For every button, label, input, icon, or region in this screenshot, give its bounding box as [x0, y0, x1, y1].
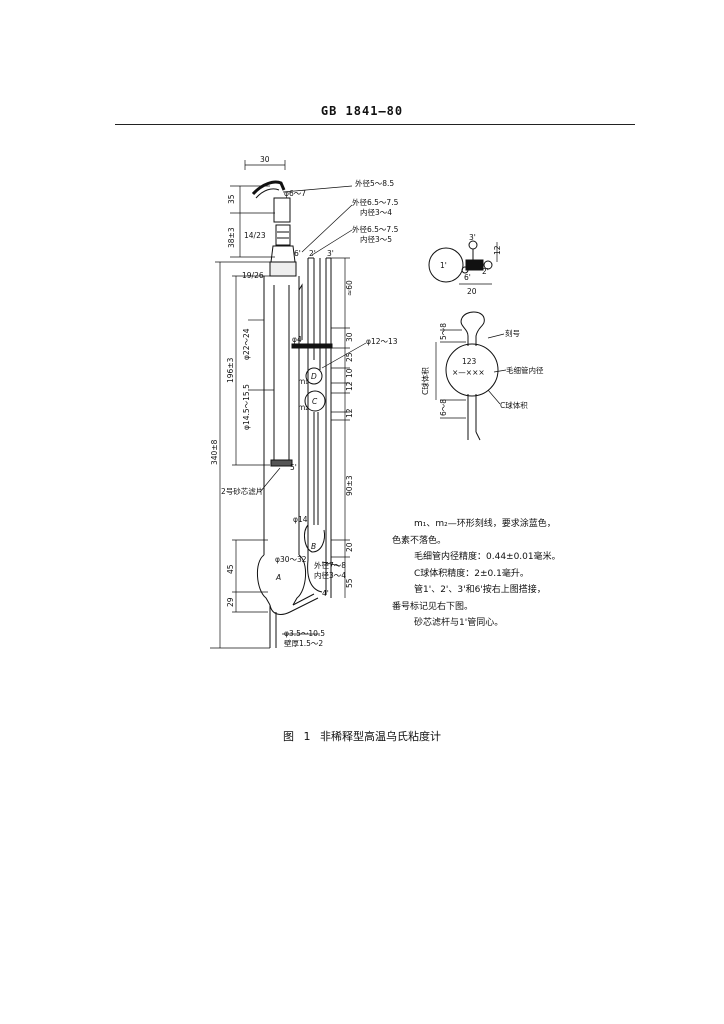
dim-phi22: φ22～24	[242, 328, 251, 360]
note-line: 砂芯滤杆与1'管同心。	[414, 618, 504, 628]
note-line: 毛细管内径精度：0.44±0.01毫米。	[414, 552, 561, 562]
tube2-no: 2'	[309, 249, 316, 258]
dim-12b: 12	[345, 408, 354, 418]
bulb-cvol: C球体积	[500, 400, 528, 410]
inset-12: 12	[493, 245, 502, 255]
capillary-tubes	[291, 257, 333, 598]
dim-phi14: φ14.5～15.5	[242, 384, 251, 430]
inset-3: 3'	[469, 233, 476, 242]
dim-10: 10	[345, 368, 354, 378]
joint-14: 14/23	[244, 231, 266, 240]
joint-19: 19/26	[242, 271, 264, 280]
label-phi30: φ30～32	[275, 555, 307, 564]
note-line: C球体积精度：2±0.1毫升。	[414, 568, 529, 579]
drawing-labels: 30 φ6～7 35 38±3 14/23 19/26 外径5～8.5 外径6.…	[210, 155, 544, 648]
sand-filter-disc	[270, 459, 293, 467]
bottom-phi: φ3.5～10.5	[284, 629, 325, 638]
dim-90: 90±3	[345, 475, 354, 496]
bottom-od: 外径7～8	[314, 560, 346, 570]
dim-60: ≈60	[345, 280, 354, 296]
bulb-d5: 5～8	[439, 323, 448, 340]
figure-notes: m₁、m₂—环形刻线，要求涂蓝色， 色素不落色。 毛细管内径精度：0.44±0.…	[392, 516, 622, 632]
bulb-mark: 刻号	[505, 328, 520, 338]
dim-right-30: 30	[345, 332, 354, 342]
tube6-no: 6'	[294, 249, 301, 258]
note-line: m₁、m₂—环形刻线，要求涂蓝色，	[414, 519, 556, 529]
bulb-d6: 6～8	[439, 399, 448, 416]
tube2-od: 外径6.5～7.5	[352, 197, 399, 207]
dim-35: 35	[227, 194, 236, 204]
dim-30: 30	[260, 155, 270, 164]
inset-2: 2'	[482, 267, 489, 276]
main-tube	[251, 180, 319, 648]
inset-20: 20	[467, 287, 477, 296]
bulb-cap: 毛细管内径	[506, 365, 544, 375]
dim-phi6: φ6～7	[284, 189, 306, 198]
filter-label: 2号砂芯滤片	[221, 486, 263, 496]
bulb-D: D	[311, 372, 317, 381]
tube3-id: 内径3～5	[360, 234, 392, 244]
label-phi4: φ4	[292, 335, 302, 344]
label-m2: m₂	[298, 403, 308, 412]
bottom-wall: 壁厚1.5～2	[284, 638, 323, 648]
dim-12a: 12	[345, 381, 354, 391]
bulb-cvol2: C球体积	[420, 367, 430, 395]
bottom-id: 内径3～4	[314, 570, 346, 580]
tube1-od: 外径5～8.5	[355, 178, 394, 188]
label-phi14: φ14	[293, 515, 308, 524]
dim-29: 29	[226, 597, 235, 607]
label-m1: m₁	[298, 377, 308, 386]
header-rule	[115, 124, 635, 125]
bulb-engrave: 123	[462, 357, 477, 366]
inset-joint-diagram	[428, 240, 498, 285]
dim-38: 38±3	[227, 227, 236, 248]
dimension-lines	[210, 160, 367, 649]
dim-340: 340±8	[210, 439, 219, 465]
bulb-C: C	[312, 397, 318, 406]
note-line: 番号标记见右下图。	[392, 601, 474, 612]
inset-1: 1'	[440, 261, 447, 270]
figure-caption: 图 1 非稀释型高温乌氏粘度计	[283, 730, 441, 743]
tube4-no: 4'	[322, 589, 329, 598]
note-line: 管1'、2'、3'和6'按右上图搭接，	[414, 585, 546, 595]
dim-55: 55	[345, 578, 354, 588]
inset-6: 6'	[464, 273, 471, 282]
note-line: 色素不落色。	[392, 535, 447, 546]
dim-196: 196±3	[226, 357, 235, 383]
label-phi12: φ12～13	[366, 337, 398, 346]
bulb-A: A	[275, 573, 281, 582]
document-header: GB 1841—80	[320, 104, 404, 118]
dim-20: 20	[345, 542, 354, 552]
inset-bulb-diagram	[435, 311, 507, 441]
tube3-no: 3'	[327, 249, 334, 258]
tube2-id: 内径3～4	[360, 207, 392, 217]
tube3-od: 外径6.5～7.5	[352, 224, 399, 234]
bulb-B: B	[311, 542, 316, 551]
bulb-xs: ×—×××	[452, 368, 485, 377]
dim-45: 45	[226, 564, 235, 574]
dim-25: 25	[345, 352, 354, 362]
tube5-no: 5'	[290, 463, 297, 472]
